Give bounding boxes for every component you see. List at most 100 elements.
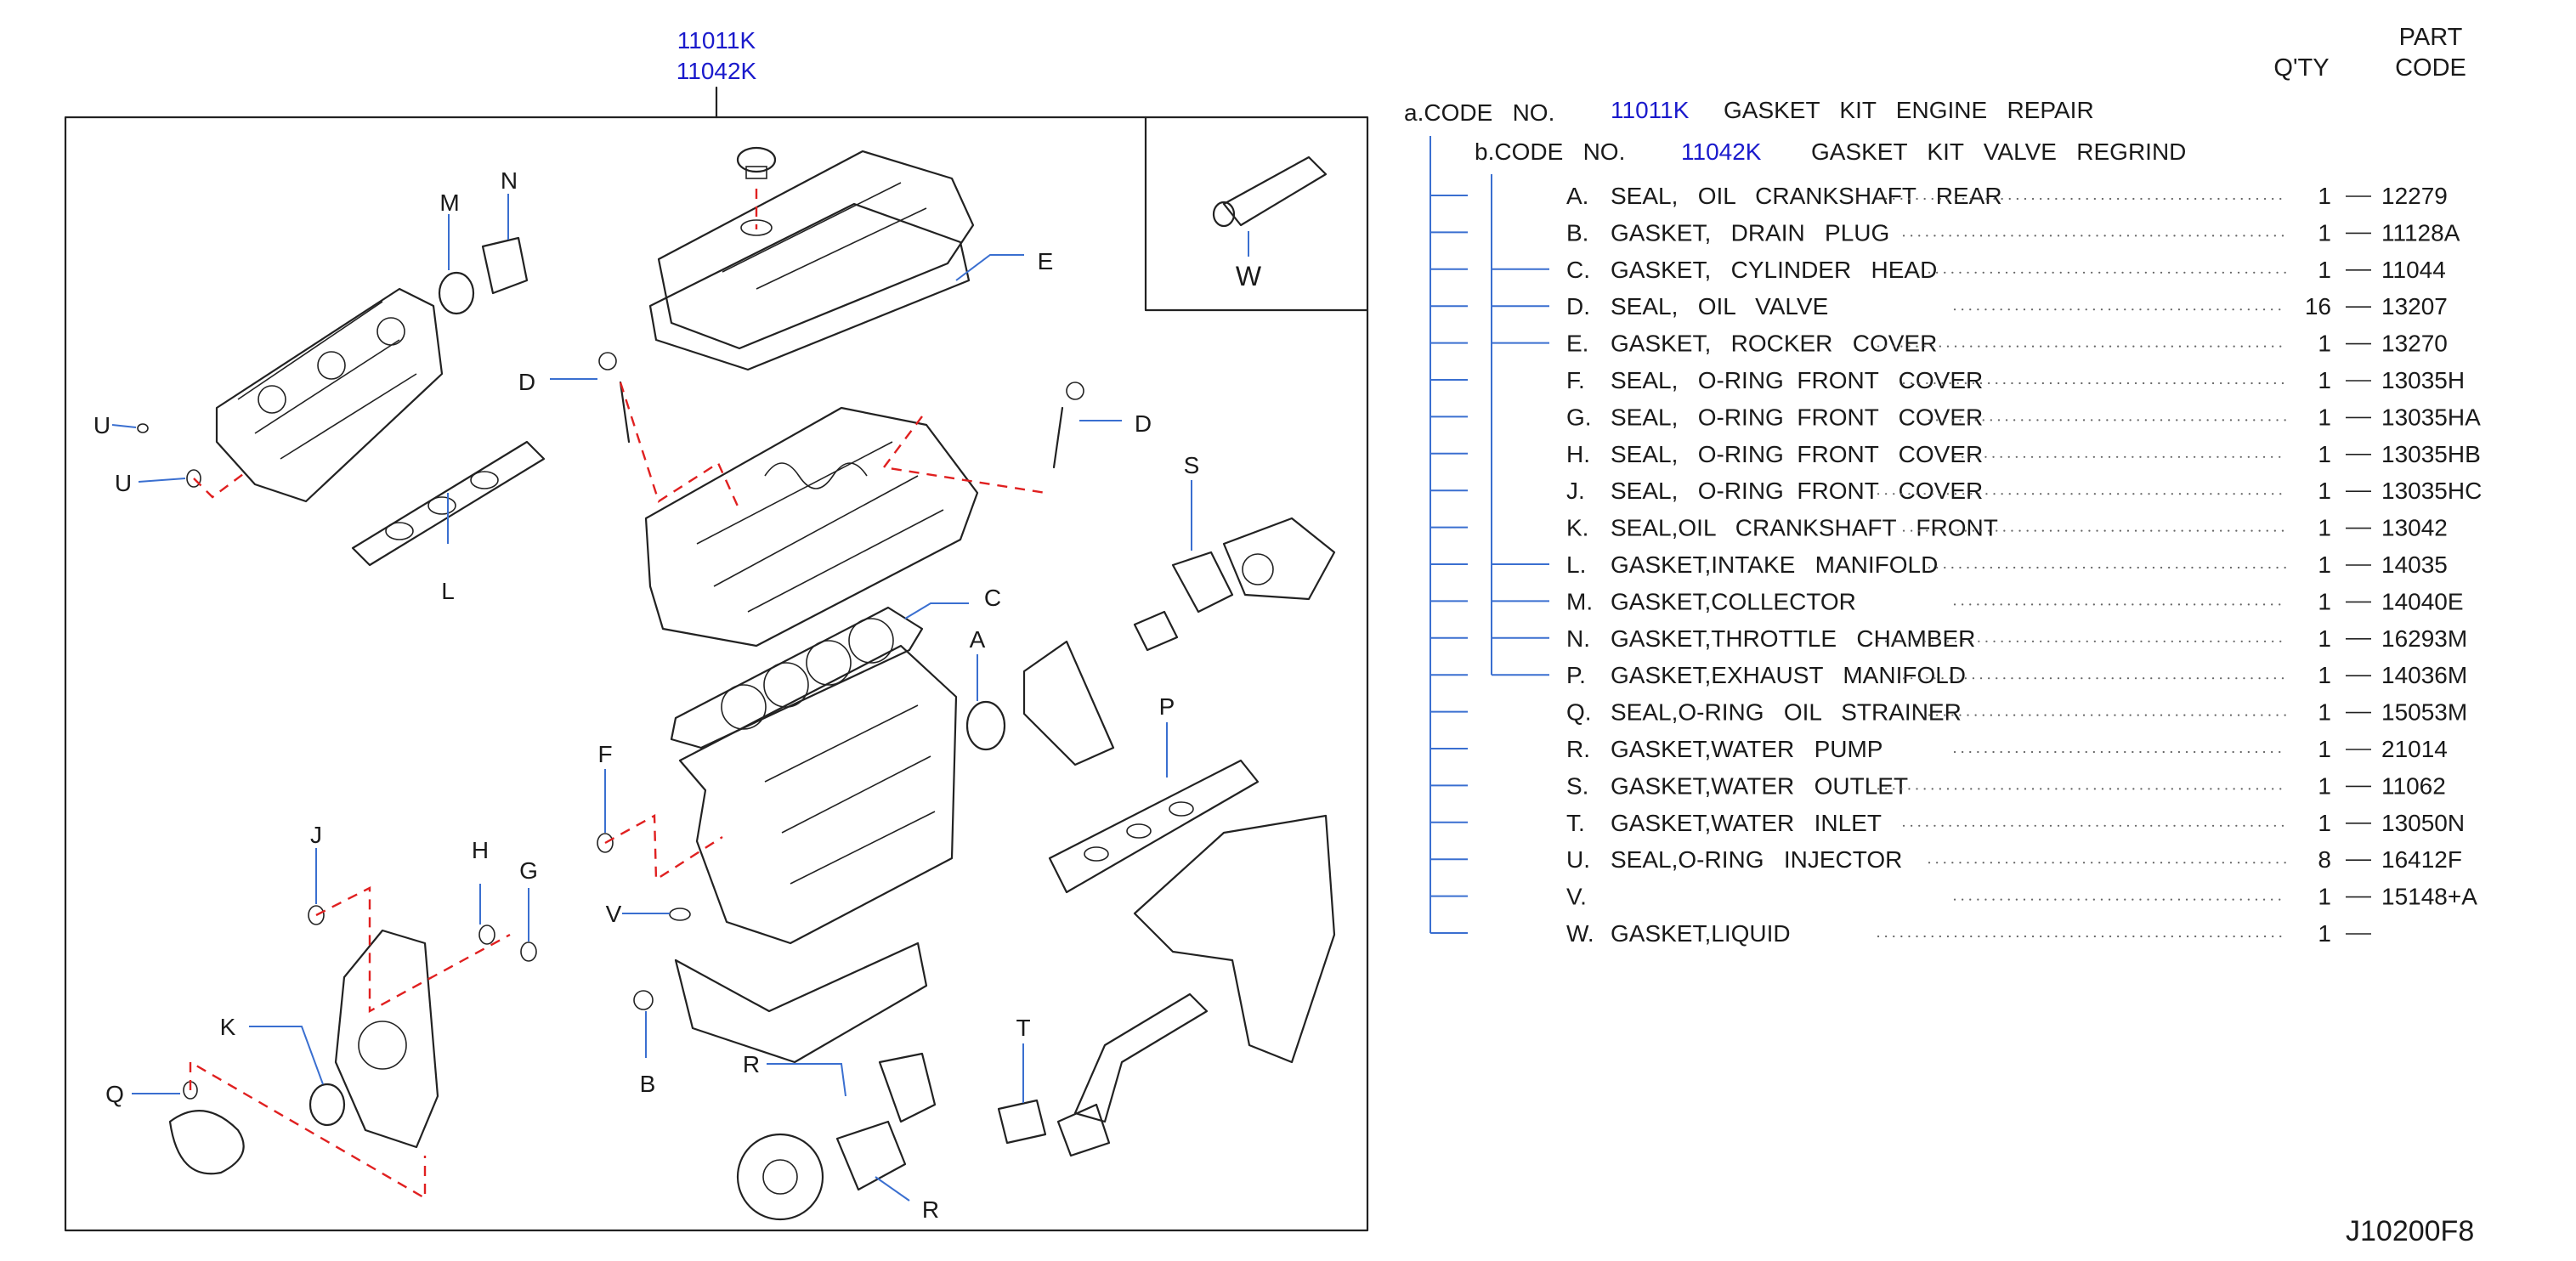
label-p: P	[1159, 693, 1175, 720]
part-code[interactable]: 11044	[2381, 257, 2446, 283]
part-code[interactable]: 16293M	[2381, 625, 2467, 652]
label-b: B	[640, 1071, 656, 1097]
label-r-2: R	[922, 1196, 939, 1223]
part-qty: 1	[2318, 662, 2331, 688]
part-code[interactable]: 15053M	[2381, 699, 2467, 726]
part-description: SEAL,O-RING OIL STRAINER	[1611, 699, 1962, 726]
label-m: M	[439, 189, 459, 216]
label-u-2: U	[115, 470, 132, 496]
label-w: W	[1236, 261, 1262, 291]
part-code[interactable]: 21014	[2381, 736, 2448, 762]
water-inlet-drawing	[1056, 1103, 1111, 1157]
part-letter: W.	[1566, 920, 1594, 947]
part-code[interactable]: 14040E	[2381, 588, 2464, 614]
part-qty: 1	[2318, 699, 2331, 726]
label-t: T	[1016, 1015, 1030, 1041]
part-qty: 1	[2318, 810, 2331, 836]
oring-u	[186, 469, 201, 488]
part-code[interactable]: 14036M	[2381, 662, 2467, 688]
part-letter: M.	[1566, 588, 1593, 614]
part-code[interactable]: 13042	[2381, 515, 2448, 541]
label-s: S	[1184, 452, 1200, 478]
intake-gasket-drawing	[351, 440, 546, 567]
part-letter: G.	[1566, 404, 1592, 430]
part-letter: V.	[1566, 884, 1587, 910]
part-code[interactable]: 13207	[2381, 293, 2448, 319]
kit-a-desc: GASKET KIT ENGINE REPAIR	[1724, 97, 2094, 123]
part-code[interactable]: 13050N	[2381, 810, 2465, 836]
part-letter: J.	[1566, 478, 1585, 504]
front-cover-drawing	[334, 929, 439, 1149]
part-code[interactable]: 16412F	[2381, 846, 2462, 873]
leader-lines	[111, 194, 1249, 1202]
oring-h	[478, 925, 495, 945]
part-description: GASKET,THROTTLE CHAMBER	[1611, 625, 1975, 652]
label-f: F	[597, 741, 612, 767]
part-code[interactable]: 14035	[2381, 551, 2448, 578]
part-letter: C.	[1566, 257, 1590, 283]
label-d-right: D	[1135, 410, 1152, 437]
part-code[interactable]: 11128A	[2381, 219, 2460, 246]
parts-list: a.CODE NO. 11011K GASKET KIT ENGINE REPA…	[1404, 97, 2482, 947]
oring-g	[520, 942, 537, 962]
part-code[interactable]: 11062	[2381, 772, 2446, 799]
part-code[interactable]: 13270	[2381, 331, 2448, 357]
part-description: SEAL,OIL CRANKSHAFT FRONT	[1611, 515, 1998, 541]
rear-seal-drawing	[965, 700, 1006, 751]
part-qty: 8	[2318, 846, 2331, 873]
part-letter: H.	[1566, 441, 1590, 467]
alignment-lines	[189, 189, 1046, 1201]
oring-u-2	[137, 423, 149, 433]
cylinder-head-drawing	[644, 406, 979, 647]
part-letter: Q.	[1566, 699, 1592, 726]
part-code[interactable]: 13035H	[2381, 367, 2465, 393]
kit-b-prefix: b.CODE NO.	[1475, 139, 1625, 165]
top-code-2[interactable]: 11042K	[677, 58, 757, 84]
part-description: GASKET,WATER INLET	[1611, 810, 1882, 836]
part-code[interactable]: 13035HA	[2381, 404, 2481, 430]
part-description: SEAL, O-RING FRONT COVER	[1611, 478, 1983, 504]
part-letter: D.	[1566, 293, 1590, 319]
water-pump-drawing	[736, 1052, 937, 1221]
part-row[interactable]: Q. SEAL,O-RING OIL STRAINER 1 15053M	[1430, 699, 2467, 726]
label-a: A	[970, 626, 986, 653]
label-u-1: U	[93, 412, 110, 438]
label-k: K	[220, 1014, 236, 1040]
part-code[interactable]: 13035HC	[2381, 478, 2482, 504]
part-description: GASKET,INTAKE MANIFOLD	[1611, 551, 1938, 578]
part-letter: N.	[1566, 625, 1590, 652]
top-code-1[interactable]: 11011K	[677, 27, 756, 54]
kit-b-code[interactable]: 11042K	[1681, 139, 1762, 165]
diagram-reference-code: J10200F8	[2346, 1215, 2475, 1247]
part-letter: U.	[1566, 846, 1590, 873]
part-letter: B.	[1566, 219, 1588, 246]
label-g: G	[519, 857, 538, 884]
part-code[interactable]: 15148+A	[2381, 884, 2477, 910]
part-code[interactable]: 13035HB	[2381, 441, 2481, 467]
label-r-1: R	[743, 1051, 760, 1077]
part-code[interactable]: 12279	[2381, 183, 2448, 209]
kit-a-code[interactable]: 11011K	[1611, 97, 1690, 123]
rocker-cover-drawing	[648, 146, 975, 371]
